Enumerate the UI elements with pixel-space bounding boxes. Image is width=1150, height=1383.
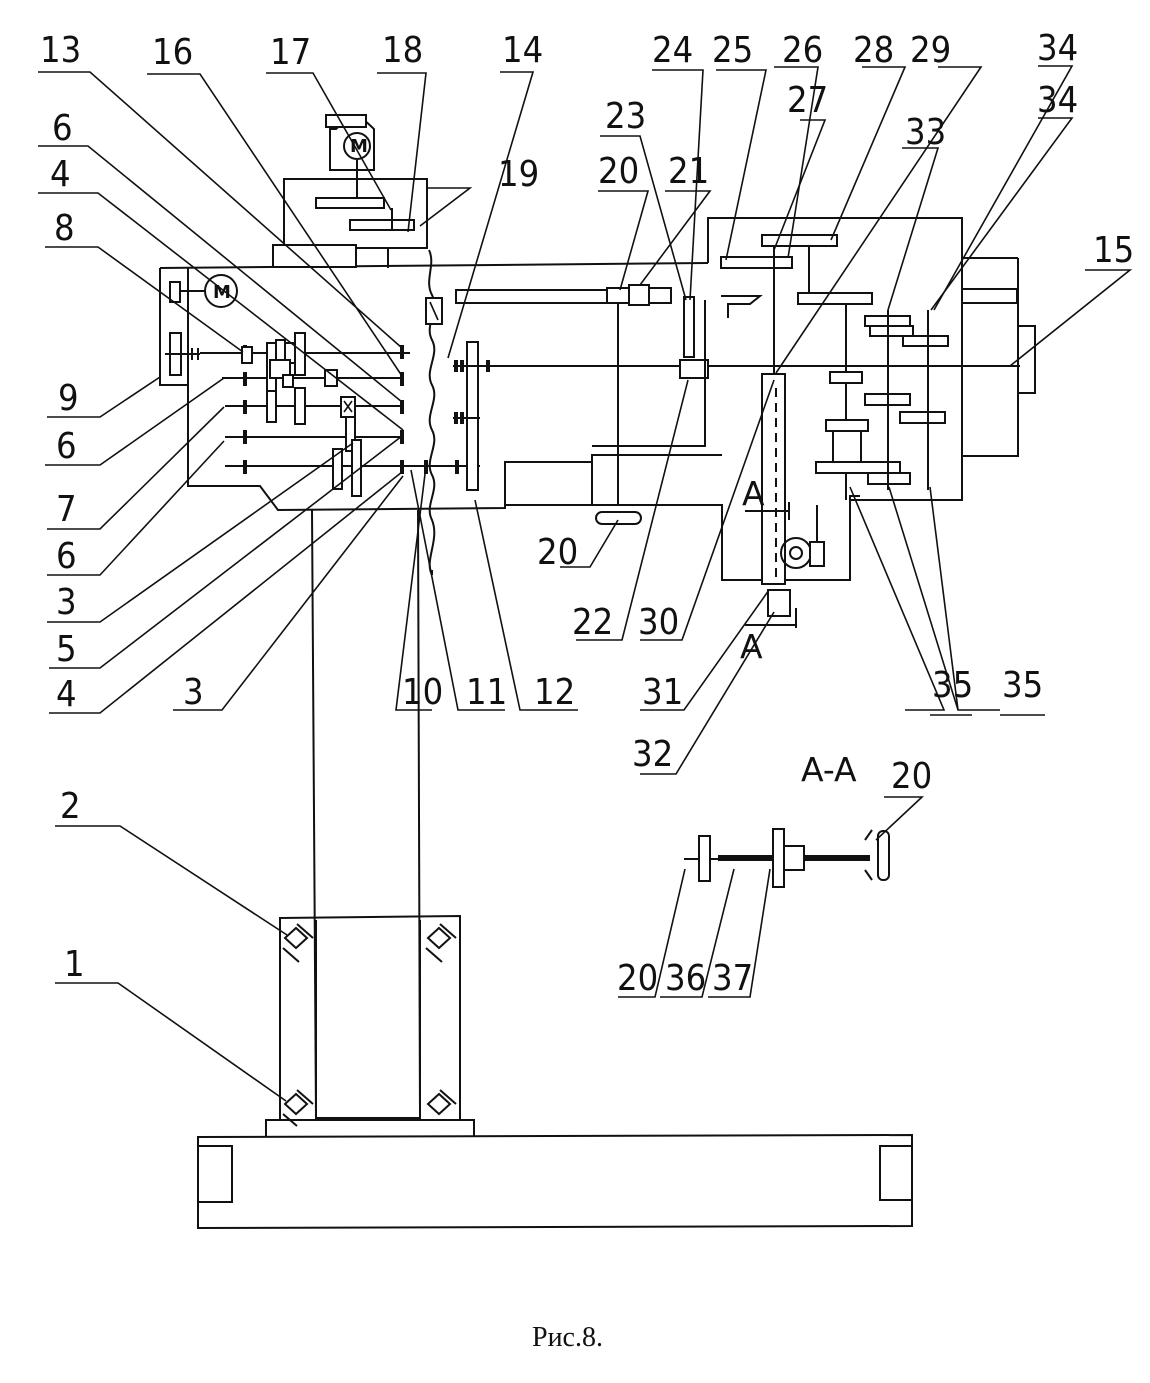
callout-label: 14 bbox=[502, 30, 543, 71]
callout-label: 23 bbox=[605, 96, 646, 137]
callout-label: 10 bbox=[402, 672, 443, 713]
leader-lines bbox=[38, 65, 1133, 1102]
callout-label: 32 bbox=[632, 734, 673, 775]
callout-label: 20 bbox=[891, 756, 932, 797]
vertical-pulley bbox=[453, 341, 1020, 491]
callout-label: 35 bbox=[932, 665, 973, 706]
callout-labels: 13 16 17 18 14 24 25 26 28 29 34 23 20 2… bbox=[40, 28, 1134, 999]
callout-label: 24 bbox=[652, 30, 693, 71]
callout-label: 1 bbox=[64, 944, 85, 985]
callout-label: 19 bbox=[498, 154, 539, 195]
callout-label: 17 bbox=[270, 32, 311, 73]
handwheel-20 bbox=[595, 511, 642, 525]
callout-label: 29 bbox=[910, 30, 951, 71]
callout-label: 27 bbox=[787, 80, 828, 121]
callout-label: 22 bbox=[572, 602, 613, 643]
column-bearing-lower-right bbox=[426, 1089, 457, 1116]
callout-label: 28 bbox=[853, 30, 894, 71]
callout-label: 13 bbox=[40, 30, 81, 71]
callout-label: 6 bbox=[52, 108, 73, 149]
callout-label: 20 bbox=[537, 532, 578, 573]
callout-label: 35 bbox=[1002, 665, 1043, 706]
column-bearing-upper-left bbox=[282, 923, 314, 963]
callout-label: 7 bbox=[56, 489, 77, 530]
callout-label: 26 bbox=[782, 30, 823, 71]
callout-label: 31 bbox=[642, 672, 683, 713]
callout-label: 12 bbox=[534, 672, 575, 713]
gear-block-speed-box bbox=[241, 332, 362, 497]
motor-label: M bbox=[213, 282, 231, 303]
callout-label: 18 bbox=[382, 30, 423, 71]
callout-label: 3 bbox=[56, 582, 77, 623]
callout-label: 16 bbox=[152, 32, 193, 73]
callout-label: 37 bbox=[712, 958, 753, 999]
vertical-quill: A A bbox=[740, 373, 825, 666]
callout-label: 34 bbox=[1037, 28, 1078, 69]
section-title: A-A bbox=[801, 750, 857, 789]
switch-box bbox=[425, 297, 443, 325]
callout-label: 3 bbox=[183, 672, 204, 713]
column-bearing-upper-right bbox=[425, 923, 457, 963]
column-sleeve bbox=[279, 914, 461, 1121]
handwheel-left bbox=[165, 332, 200, 376]
callout-label: 15 bbox=[1093, 230, 1134, 271]
callout-label: 25 bbox=[712, 30, 753, 71]
callout-label: 36 bbox=[665, 958, 706, 999]
callout-label: 33 bbox=[905, 112, 946, 153]
callout-label: 11 bbox=[466, 672, 507, 713]
top-motor-label: M bbox=[350, 136, 368, 157]
callout-label: 20 bbox=[617, 958, 658, 999]
callout-label: 30 bbox=[638, 602, 679, 643]
section-a-a: A-A bbox=[684, 750, 890, 888]
section-mark-bottom: A bbox=[740, 627, 763, 666]
main-motor-left: M bbox=[169, 274, 238, 308]
callout-label: 6 bbox=[56, 536, 77, 577]
callout-label: 20 bbox=[598, 151, 639, 192]
callout-label: 5 bbox=[56, 629, 77, 670]
callout-label: 4 bbox=[50, 154, 71, 195]
section-mark-top: A bbox=[742, 474, 765, 513]
callout-label: 4 bbox=[56, 674, 77, 715]
machine-base bbox=[197, 1032, 913, 1230]
callout-label: 2 bbox=[60, 786, 81, 827]
feed-mechanism bbox=[455, 217, 1018, 581]
right-gear-cluster bbox=[815, 258, 1036, 501]
column bbox=[311, 509, 421, 1119]
callout-label: 9 bbox=[58, 378, 79, 419]
horizontal-rack bbox=[455, 289, 609, 304]
callout-label: 21 bbox=[668, 151, 709, 192]
callout-label: 34 bbox=[1037, 80, 1078, 121]
callout-label: 8 bbox=[54, 208, 75, 249]
column-bearing-lower-left bbox=[282, 1089, 314, 1127]
figure-caption: Рис.8. bbox=[532, 1322, 603, 1353]
callout-label: 6 bbox=[56, 426, 77, 467]
